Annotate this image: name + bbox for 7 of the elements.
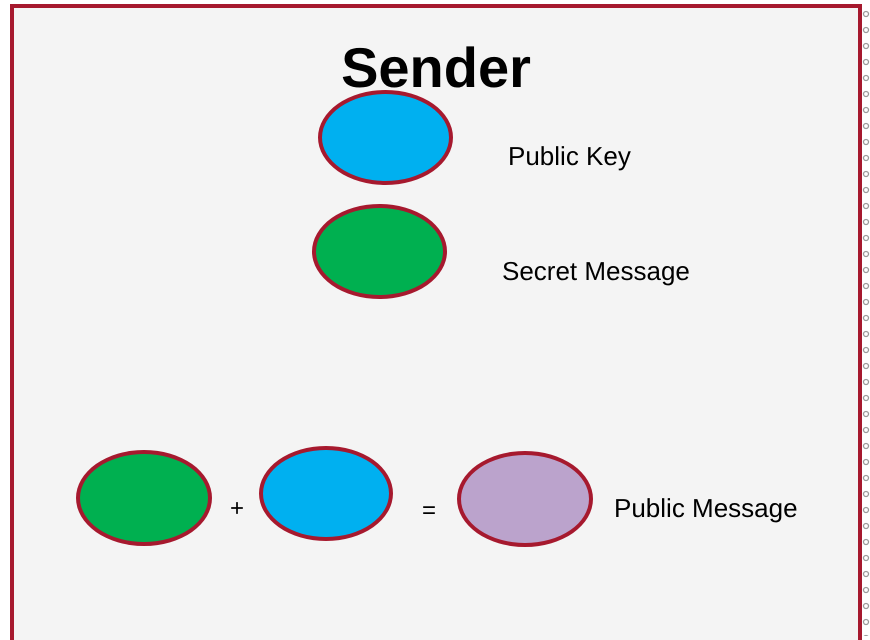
operator-sign: = [422,497,436,525]
panel-title: Sender [340,36,532,100]
operator-sign: + [230,495,244,523]
ellipse-caption: Secret Message [502,256,690,286]
ellipse-caption: Public Message [614,493,798,523]
panel [10,4,862,640]
ellipse-caption: Public Key [508,141,631,171]
